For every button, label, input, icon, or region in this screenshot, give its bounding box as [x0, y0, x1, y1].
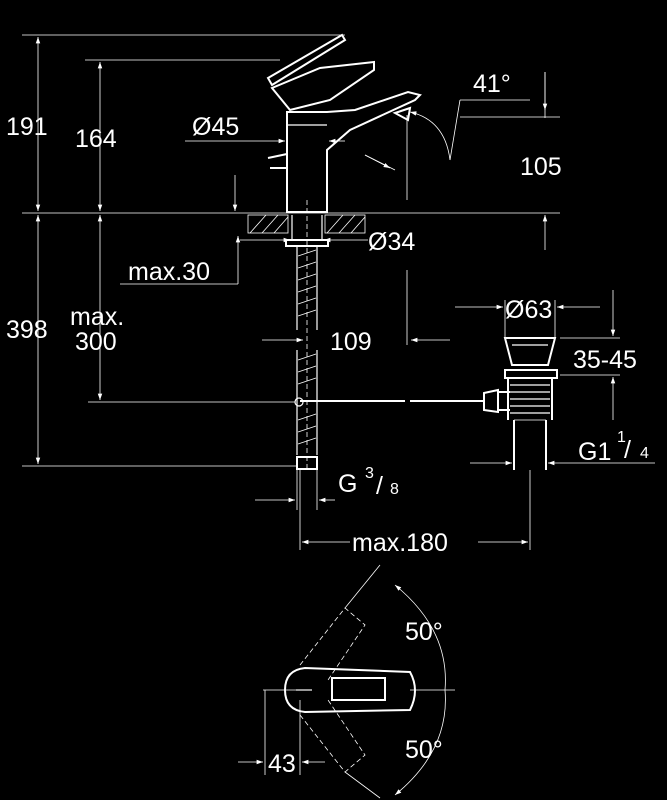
dim-spout-reach: 109 [330, 328, 372, 356]
faucet-top-view [238, 564, 455, 799]
dim-lever-angle: 41° [473, 70, 511, 98]
dim-max-300-a: max. [70, 303, 124, 331]
waste-side-view [483, 337, 558, 470]
dim-waste-range: 35-45 [573, 346, 637, 374]
dim-angle-lower: 50° [405, 736, 443, 764]
dim-spout-diameter: Ø45 [192, 113, 239, 141]
faucet-side-view [22, 33, 560, 470]
svg-text:3: 3 [365, 465, 374, 482]
dim-max-deck: max.30 [128, 258, 210, 286]
dim-total-height: 191 [6, 113, 48, 141]
dim-supply-thread: G 3 / 8 [338, 465, 399, 500]
svg-text:/: / [624, 436, 631, 464]
dim-lever-offset: 43 [268, 750, 296, 778]
dim-waste-thread: G1 1 / 4 [578, 429, 649, 466]
dim-angle-upper: 50° [405, 618, 443, 646]
dim-lever-height: 164 [75, 125, 117, 153]
dim-hole-diameter: Ø34 [368, 228, 415, 256]
svg-text:8: 8 [390, 481, 399, 498]
dim-total-below: 398 [6, 316, 48, 344]
svg-text:4: 4 [640, 445, 649, 462]
dim-spout-height: 105 [520, 153, 562, 181]
dim-max-180: max.180 [352, 529, 448, 557]
dim-waste-diameter: Ø63 [505, 296, 552, 324]
svg-text:/: / [376, 472, 383, 500]
svg-text:G1: G1 [578, 438, 611, 466]
dim-max-300-b: 300 [75, 328, 117, 356]
svg-text:1: 1 [617, 429, 626, 446]
svg-text:G: G [338, 470, 357, 498]
side-dimension-lines [35, 37, 655, 550]
